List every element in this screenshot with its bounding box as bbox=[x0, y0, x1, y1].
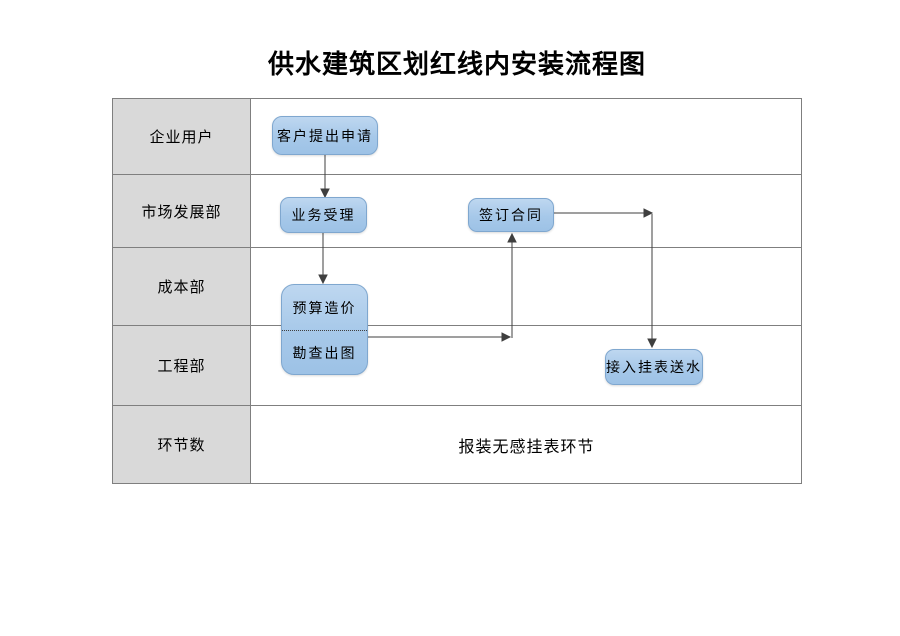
lane-engineering-department: 工程部 bbox=[113, 326, 801, 406]
lane-label-step-count: 环节数 bbox=[113, 406, 251, 483]
lane-label-cost-department: 成本部 bbox=[113, 248, 251, 325]
flow-node-business-acceptance: 业务受理 bbox=[280, 197, 367, 233]
lane-cost-department: 成本部 bbox=[113, 248, 801, 326]
lane-label-engineering-department: 工程部 bbox=[113, 326, 251, 405]
flow-node-customer-application: 客户提出申请 bbox=[272, 116, 378, 155]
lane-enterprise-user: 企业用户 bbox=[113, 99, 801, 175]
lane-label-market-development: 市场发展部 bbox=[113, 175, 251, 247]
lane-label-enterprise-user: 企业用户 bbox=[113, 99, 251, 174]
flow-node-survey-drawing: 勘查出图 bbox=[282, 330, 367, 374]
lane-market-development: 市场发展部 bbox=[113, 175, 801, 248]
flow-node-budget-pricing: 预算造价 bbox=[292, 301, 357, 317]
page-title: 供水建筑区划红线内安装流程图 bbox=[267, 50, 646, 79]
lane-step-count: 环节数 报装无感挂表环节 bbox=[113, 406, 801, 483]
flow-node-sign-contract: 签订合同 bbox=[468, 198, 554, 232]
swimlane-table: 企业用户 市场发展部 成本部 工程部 环节数 报装无感挂表环节 bbox=[112, 98, 802, 484]
flow-node-budget-survey: 预算造价 勘查出图 bbox=[281, 284, 368, 375]
footer-note: 报装无感挂表环节 bbox=[458, 438, 595, 456]
flow-node-install-meter-supply-water: 接入挂表送水 bbox=[605, 349, 703, 385]
